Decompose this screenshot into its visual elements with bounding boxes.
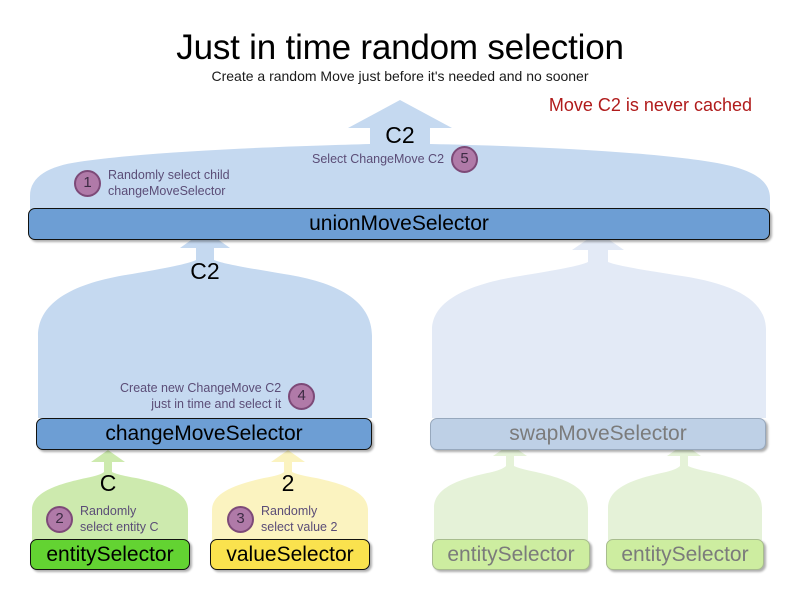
step-5-text: Select ChangeMove C2 xyxy=(312,151,445,166)
step-4-text: Create new ChangeMove C2 just in time an… xyxy=(120,381,282,411)
step-4-badge: 4 xyxy=(288,383,316,411)
step-2-badge: 2 xyxy=(46,506,73,534)
step-1-annotation: 1 Randomly select child changeMoveSelect… xyxy=(74,168,230,199)
swap-move-selector[interactable]: swapMoveSelector xyxy=(430,418,766,450)
step-5-annotation: 5 Select ChangeMove C2 xyxy=(312,146,479,173)
step-5-badge: 5 xyxy=(451,146,479,173)
swap-entity-selector-2[interactable]: entitySelector xyxy=(606,539,764,570)
step-1-text: Randomly select child changeMoveSelector xyxy=(108,168,230,198)
step-3-badge: 3 xyxy=(227,506,254,534)
flow-label-change-output: C2 xyxy=(190,258,220,284)
union-move-selector[interactable]: unionMoveSelector xyxy=(28,208,770,240)
step-2-text: Randomly select entity C xyxy=(80,504,159,534)
swap-entity-selector-1[interactable]: entitySelector xyxy=(432,539,590,570)
step-4-annotation: 4 Create new ChangeMove C2 just in time … xyxy=(120,381,316,412)
entity-selector-c[interactable]: entitySelector xyxy=(30,539,190,570)
balloon-swap-entity-1 xyxy=(434,444,588,540)
page-subtitle: Create a random Move just before it's ne… xyxy=(211,68,589,84)
step-2-annotation: 2 Randomly select entity C xyxy=(46,504,159,535)
balloon-change-to-union xyxy=(38,230,372,418)
value-selector-2[interactable]: valueSelector xyxy=(210,539,370,570)
change-move-selector[interactable]: changeMoveSelector xyxy=(36,418,372,450)
flow-label-value-output: 2 xyxy=(281,470,295,496)
step-3-annotation: 3 Randomly select value 2 xyxy=(227,504,337,535)
balloon-swap-to-union xyxy=(432,232,766,418)
step-3-text: Randomly select value 2 xyxy=(261,504,338,534)
flow-label-union-output: C2 xyxy=(385,122,415,148)
page-title: Just in time random selection xyxy=(176,28,624,67)
balloon-union-output xyxy=(30,100,770,210)
never-cached-note: Move C2 is never cached xyxy=(548,95,752,115)
flow-label-entity-output: C xyxy=(99,470,117,496)
step-1-badge: 1 xyxy=(74,170,101,198)
balloon-swap-entity-2 xyxy=(608,444,762,540)
